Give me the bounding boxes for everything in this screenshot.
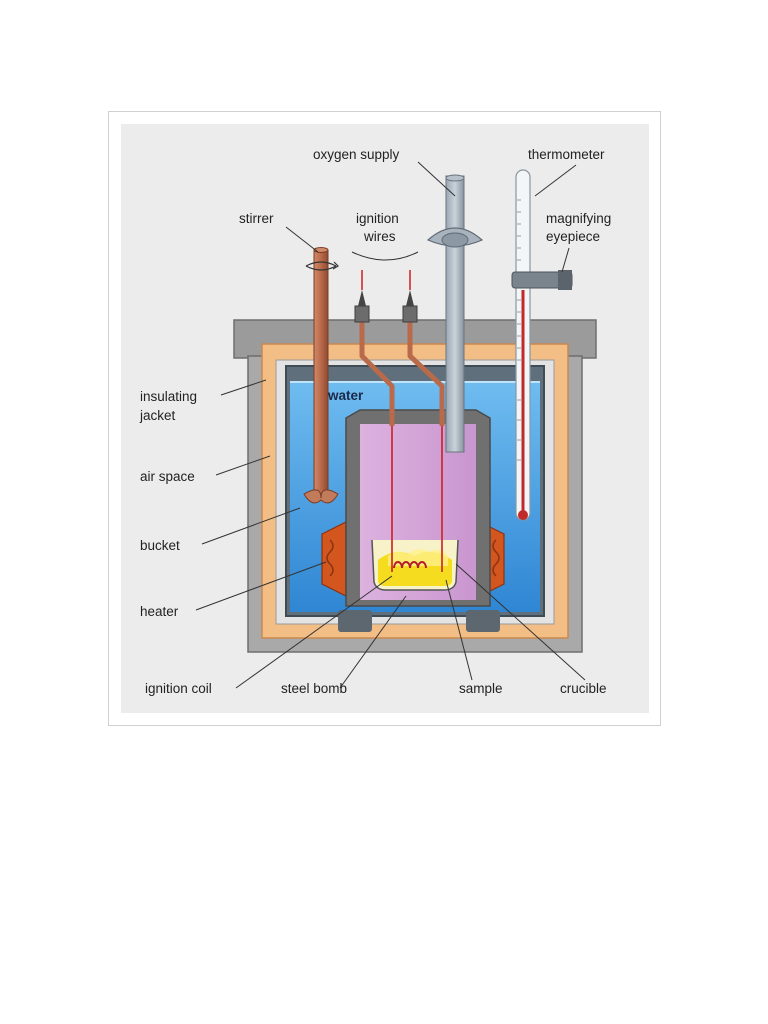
- label-magnifying-eyepiece-line2: eyepiece: [546, 229, 600, 244]
- crucible: [372, 540, 458, 590]
- ignition-wires-terminals: [355, 270, 417, 322]
- label-heater: heater: [140, 604, 179, 619]
- label-oxygen-supply: oxygen supply: [313, 147, 400, 162]
- label-thermometer: thermometer: [528, 147, 605, 162]
- label-bucket: bucket: [140, 538, 180, 553]
- label-magnifying-eyepiece-line1: magnifying: [546, 211, 611, 226]
- label-stirrer: stirrer: [239, 211, 274, 226]
- label-ignition-coil: ignition coil: [145, 681, 212, 696]
- label-crucible: crucible: [560, 681, 607, 696]
- label-sample: sample: [459, 681, 503, 696]
- label-insulating-jacket-line1: insulating: [140, 389, 197, 404]
- label-ignition-wires-line1: ignition: [356, 211, 399, 226]
- label-ignition-wires-line2: wires: [363, 229, 396, 244]
- label-steel-bomb: steel bomb: [281, 681, 347, 696]
- label-water: water: [327, 388, 364, 403]
- label-air-space: air space: [140, 469, 195, 484]
- label-insulating-jacket-line2: jacket: [139, 408, 176, 423]
